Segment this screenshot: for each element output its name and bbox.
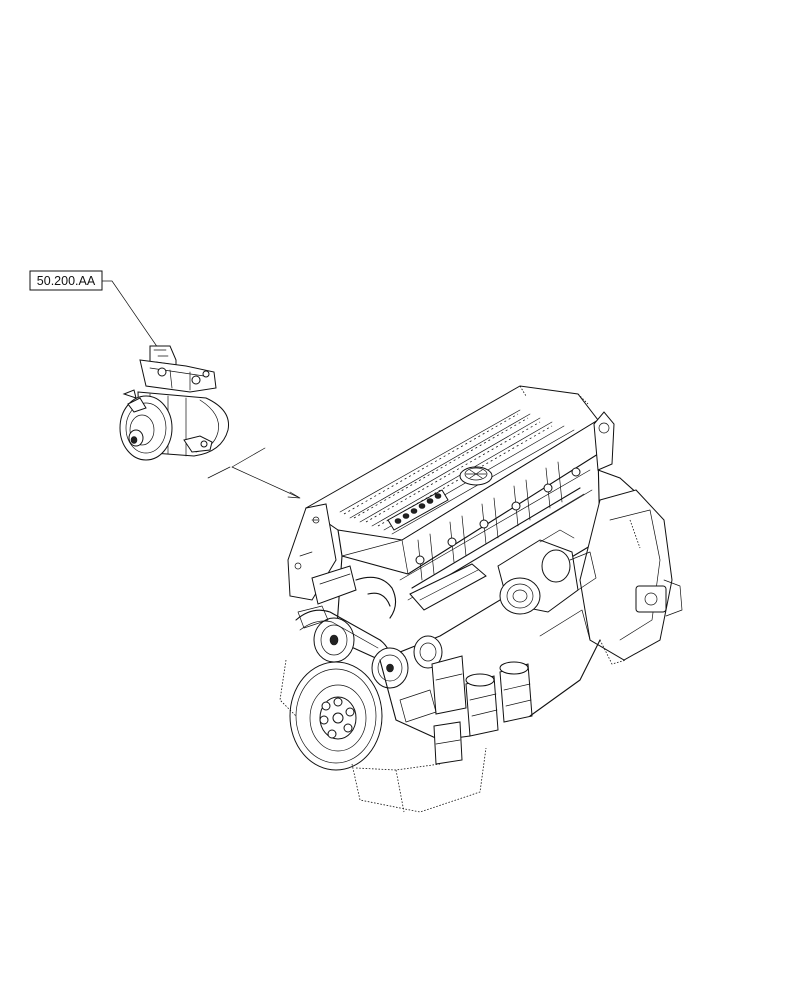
flywheel-housing <box>579 489 683 661</box>
belt-drive <box>295 609 443 689</box>
turbocharger <box>497 529 597 615</box>
oil-filters <box>431 655 533 737</box>
alternator <box>297 605 355 663</box>
callout-box <box>29 270 103 291</box>
valve-cover <box>305 385 599 575</box>
callout-label: 50.200.AA <box>37 274 96 288</box>
engine-assembly <box>279 385 683 813</box>
lower-block <box>379 609 601 765</box>
crankshaft-damper <box>289 661 383 771</box>
intake-pipes <box>311 563 487 619</box>
assembly-pointer <box>207 447 301 499</box>
callout-leader-line <box>101 280 159 349</box>
ac-compressor[interactable] <box>119 345 230 461</box>
oil-pan <box>279 385 641 813</box>
cursor-lettering <box>387 489 449 531</box>
callout-50-200-aa[interactable]: 50.200.AA <box>29 270 159 349</box>
